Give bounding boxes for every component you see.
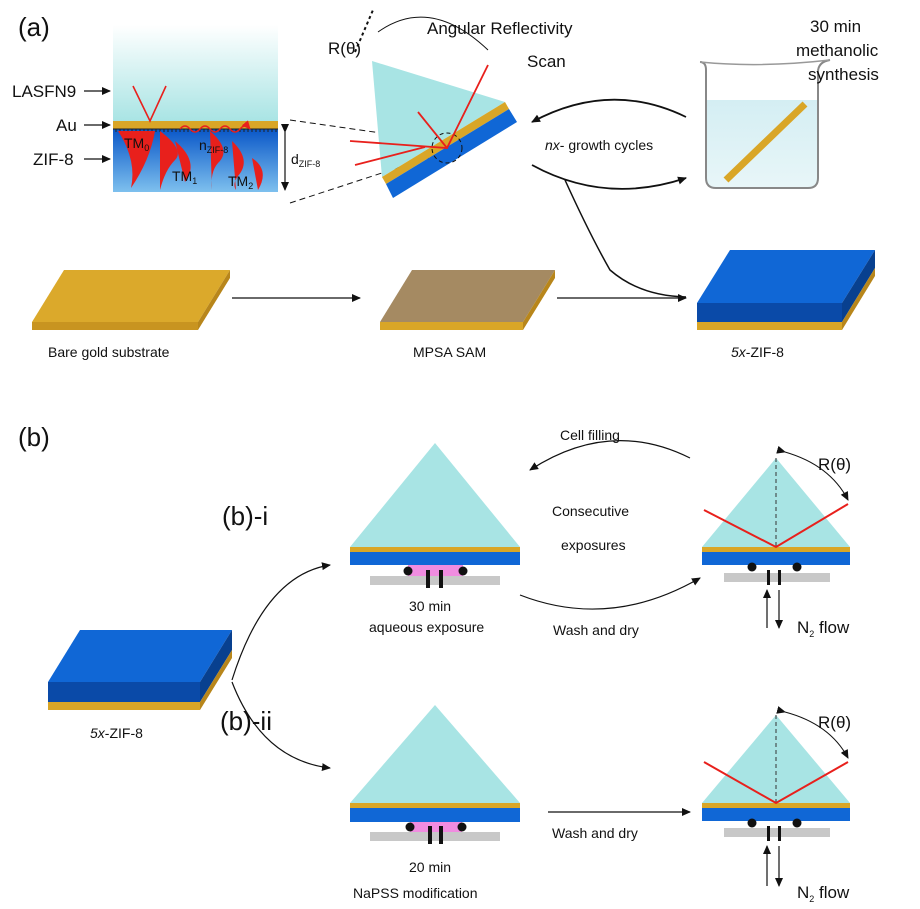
panel-b-tag: (b) (18, 422, 50, 452)
prism-bii-sample (350, 705, 520, 844)
mpsa-substrate (380, 270, 555, 330)
wash-1: Wash and dry (553, 622, 639, 638)
r-theta-a: R(θ) (328, 39, 361, 58)
beaker (699, 59, 831, 189)
prism-bii-measure (702, 715, 850, 887)
d-zif-label: dZIF-8 (291, 151, 320, 169)
layer-cross-section (113, 25, 278, 192)
synthesis-line3: synthesis (808, 65, 879, 84)
tilted-prism (349, 61, 517, 198)
mpsa-label: MPSA SAM (413, 344, 486, 360)
tm1-label: TM1 (172, 168, 197, 186)
growth-cycles: nx- growth cycles (545, 137, 653, 153)
r-theta-b2: R(θ) (818, 713, 851, 732)
n2-flow-2: N2 flow (797, 883, 850, 904)
zif8-label: ZIF-8 (33, 150, 74, 169)
panel-a-tag: (a) (18, 12, 50, 42)
n-zif-label: nZIF-8 (199, 137, 228, 155)
bi-label: (b)-i (222, 501, 268, 531)
lasfn9-label: LASFN9 (12, 82, 76, 101)
angular-line2: Scan (527, 52, 566, 71)
bare-gold-substrate (32, 270, 230, 330)
zif8-substrate-a (697, 250, 875, 330)
synthesis-line2: methanolic (796, 41, 879, 60)
bare-gold-label: Bare gold substrate (48, 344, 170, 360)
r-theta-b1: R(θ) (818, 455, 851, 474)
aq-line1: 30 min (409, 598, 451, 614)
consecutive: Consecutive (552, 503, 629, 519)
zif8-a-label: 5x-ZIF-8 (731, 344, 784, 360)
tm0-label: TM0 (124, 135, 149, 153)
cell-filling: Cell filling (560, 427, 620, 443)
au-label: Au (56, 116, 77, 135)
bii-label: (b)-ii (220, 706, 272, 736)
angular-line1: Angular Reflectivity (427, 19, 573, 38)
zif8-b-label: 5x-ZIF-8 (90, 725, 143, 741)
tm2-label: TM2 (228, 173, 253, 191)
synthesis-line1: 30 min (810, 17, 861, 36)
aq-line2: aqueous exposure (369, 619, 484, 635)
zif8-substrate-b (48, 630, 232, 710)
prism-bi-sample (350, 443, 520, 588)
wash-2: Wash and dry (552, 825, 638, 841)
n2-flow-1: N2 flow (797, 618, 850, 639)
na-line2: NaPSS modification (353, 885, 478, 901)
exposures: exposures (561, 537, 626, 553)
prism-bi-measure (702, 458, 850, 629)
na-line1: 20 min (409, 859, 451, 875)
